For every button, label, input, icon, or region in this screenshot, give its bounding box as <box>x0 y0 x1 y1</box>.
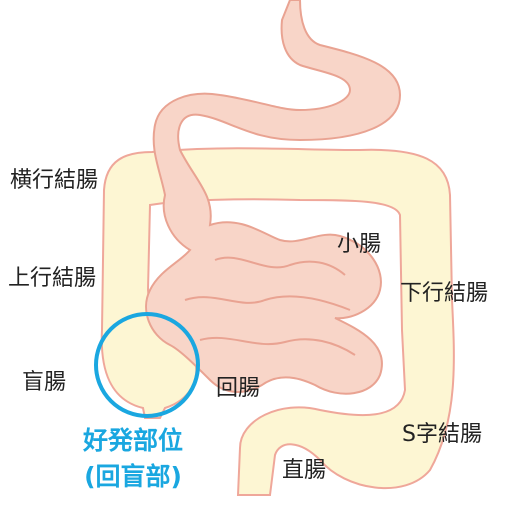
label-small-intestine: 小腸 <box>337 234 381 256</box>
highlight-label-line2: (回盲部) <box>48 464 218 489</box>
label-rectum: 直腸 <box>282 460 326 482</box>
highlight-label-line1: 好発部位 <box>48 428 218 453</box>
label-ascending-colon: 上行結腸 <box>8 268 96 290</box>
label-ileum: 回腸 <box>216 378 260 400</box>
label-sigmoid-colon: S字結腸 <box>402 424 482 446</box>
label-transverse-colon: 横行結腸 <box>10 170 98 192</box>
label-descending-colon: 下行結腸 <box>400 283 488 305</box>
label-cecum: 盲腸 <box>22 372 66 394</box>
